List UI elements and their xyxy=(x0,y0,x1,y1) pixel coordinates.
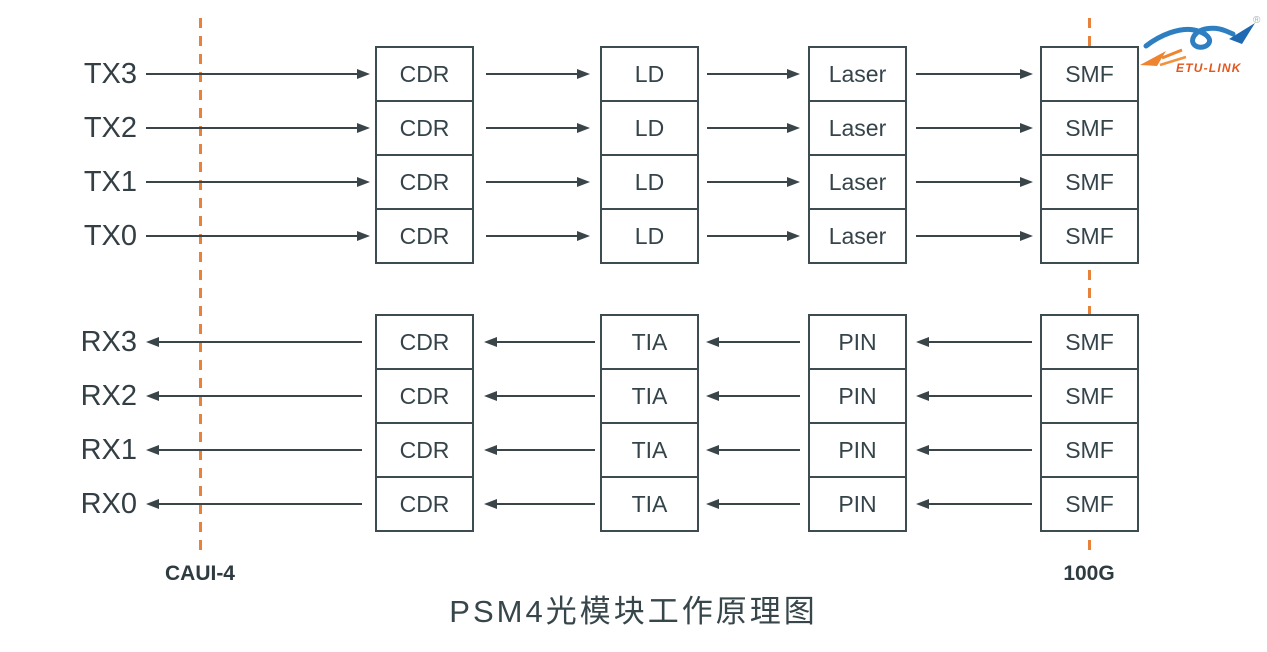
arrow-left-icon xyxy=(484,337,595,347)
tx-cdr-box: CDR xyxy=(375,100,474,156)
rx-tia-box: TIA xyxy=(600,314,699,370)
tx-ld-box: LD xyxy=(600,46,699,102)
tx-cdr-box: CDR xyxy=(375,154,474,210)
rx-pin-box: PIN xyxy=(808,422,907,478)
arrow-left-icon xyxy=(146,445,362,455)
arrow-right-icon xyxy=(486,123,590,133)
rx-pin-box: PIN xyxy=(808,314,907,370)
lane-label-tx3: TX3 xyxy=(83,58,137,90)
arrow-left-icon xyxy=(916,445,1032,455)
lane-label-rx0: RX0 xyxy=(80,488,137,520)
arrow-right-icon xyxy=(707,177,800,187)
interface-label-100g: 100G xyxy=(1063,562,1115,585)
tx-laser-box: Laser xyxy=(808,208,907,264)
etu-link-logo: ETU-LINK ® xyxy=(1140,15,1261,75)
rx-smf-box: SMF xyxy=(1040,422,1139,478)
rx-smf-box: SMF xyxy=(1040,476,1139,532)
arrow-right-icon xyxy=(916,177,1033,187)
arrow-left-icon xyxy=(146,499,362,509)
arrow-right-icon xyxy=(916,69,1033,79)
tx-cdr-box: CDR xyxy=(375,208,474,264)
lane-label-rx1: RX1 xyxy=(80,434,137,466)
arrow-right-icon xyxy=(916,231,1033,241)
rx-cdr-box: CDR xyxy=(375,422,474,478)
tx-smf-box: SMF xyxy=(1040,100,1139,156)
arrow-left-icon xyxy=(146,337,362,347)
lane-label-tx0: TX0 xyxy=(83,220,137,252)
tx-ld-box: LD xyxy=(600,208,699,264)
logo-wordmark: ETU-LINK xyxy=(1176,61,1242,75)
tx-ld-column: LD LD LD LD xyxy=(600,46,699,264)
arrow-left-icon xyxy=(706,337,800,347)
arrow-right-icon xyxy=(486,231,590,241)
tx-ld-box: LD xyxy=(600,154,699,210)
tx-laser-column: Laser Laser Laser Laser xyxy=(808,46,907,264)
tx-cdr-box: CDR xyxy=(375,46,474,102)
tx-smf-box: SMF xyxy=(1040,154,1139,210)
rx-cdr-column: CDR CDR CDR CDR xyxy=(375,314,474,532)
rx-tia-box: TIA xyxy=(600,368,699,424)
arrow-left-icon xyxy=(146,391,362,401)
lane-label-rx2: RX2 xyxy=(80,380,137,412)
rx-smf-column: SMF SMF SMF SMF xyxy=(1040,314,1139,532)
caui4-boundary-dashed-line xyxy=(199,18,202,556)
tx-ld-box: LD xyxy=(600,100,699,156)
logo-blue-swoosh-icon xyxy=(1143,25,1236,50)
rx-smf-box: SMF xyxy=(1040,368,1139,424)
rx-cdr-box: CDR xyxy=(375,314,474,370)
tx-cdr-column: CDR CDR CDR CDR xyxy=(375,46,474,264)
arrow-right-icon xyxy=(916,123,1033,133)
logo-orange-plane-icon xyxy=(1140,51,1166,66)
rx-cdr-box: CDR xyxy=(375,476,474,532)
lane-label-tx1: TX1 xyxy=(83,166,137,198)
rx-tia-box: TIA xyxy=(600,476,699,532)
arrow-left-icon xyxy=(484,499,595,509)
arrow-left-icon xyxy=(484,391,595,401)
arrow-left-icon xyxy=(916,391,1032,401)
arrow-left-icon xyxy=(706,445,800,455)
arrow-right-icon xyxy=(146,69,370,79)
arrow-right-icon xyxy=(146,123,370,133)
logo-orange-stroke-icon xyxy=(1161,48,1183,60)
arrow-left-icon xyxy=(706,391,800,401)
arrow-right-icon xyxy=(707,123,800,133)
tx-smf-box: SMF xyxy=(1040,208,1139,264)
lane-label-tx2: TX2 xyxy=(83,112,137,144)
arrow-left-icon xyxy=(484,445,595,455)
tx-laser-box: Laser xyxy=(808,46,907,102)
interface-label-caui4: CAUI-4 xyxy=(164,562,235,585)
logo-orange-stroke-icon xyxy=(1159,55,1187,67)
arrow-right-icon xyxy=(707,231,800,241)
lane-label-rx3: RX3 xyxy=(80,326,137,358)
arrow-right-icon xyxy=(146,177,370,187)
arrow-right-icon xyxy=(146,231,370,241)
rx-pin-box: PIN xyxy=(808,368,907,424)
arrow-left-icon xyxy=(706,499,800,509)
arrow-left-icon xyxy=(916,499,1032,509)
rx-cdr-box: CDR xyxy=(375,368,474,424)
arrow-right-icon xyxy=(486,69,590,79)
rx-pin-column: PIN PIN PIN PIN xyxy=(808,314,907,532)
rx-smf-box: SMF xyxy=(1040,314,1139,370)
diagram-title: PSM4光模块工作原理图 xyxy=(449,594,818,629)
rx-tia-column: TIA TIA TIA TIA xyxy=(600,314,699,532)
arrow-right-icon xyxy=(707,69,800,79)
arrow-right-icon xyxy=(486,177,590,187)
tx-laser-box: Laser xyxy=(808,100,907,156)
100g-boundary-dashed-line xyxy=(1088,18,1091,556)
tx-smf-column: SMF SMF SMF SMF xyxy=(1040,46,1139,264)
rx-tia-box: TIA xyxy=(600,422,699,478)
arrow-left-icon xyxy=(916,337,1032,347)
tx-smf-box: SMF xyxy=(1040,46,1139,102)
rx-pin-box: PIN xyxy=(808,476,907,532)
registered-trademark-icon: ® xyxy=(1253,15,1261,26)
tx-laser-box: Laser xyxy=(808,154,907,210)
logo-blue-arrowhead-icon xyxy=(1229,23,1255,44)
